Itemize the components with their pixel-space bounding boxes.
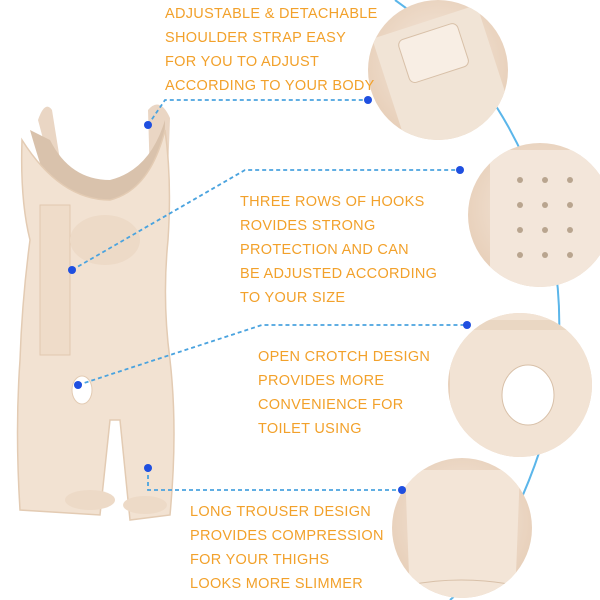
feature-line: PROVIDES COMPRESSION xyxy=(190,528,384,544)
feature-line: LOOKS MORE SLIMMER xyxy=(190,576,363,592)
feature-line: THREE ROWS OF HOOKS xyxy=(240,194,425,210)
feature-line: ROVIDES STRONG xyxy=(240,218,376,234)
feature-shoulder-strap: ADJUSTABLE & DETACHABLE SHOULDER STRAP E… xyxy=(165,2,378,98)
marker-dots xyxy=(68,96,471,494)
feature-line: FOR YOUR THIGHS xyxy=(190,552,330,568)
feature-line: TO YOUR SIZE xyxy=(240,290,346,306)
feature-line: FOR YOU TO ADJUST xyxy=(165,54,320,70)
feature-line: PROTECTION AND CAN xyxy=(240,242,409,258)
feature-line: ACCORDING TO YOUR BODY xyxy=(165,78,375,94)
connectors xyxy=(71,99,467,491)
shapewear-garment-image xyxy=(16,104,175,521)
feature-line: OPEN CROTCH DESIGN xyxy=(258,349,431,365)
trouser-detail-image xyxy=(392,458,532,598)
feature-open-crotch: OPEN CROTCH DESIGN PROVIDES MORE CONVENI… xyxy=(258,345,430,441)
feature-hooks: THREE ROWS OF HOOKS ROVIDES STRONG PROTE… xyxy=(240,190,437,310)
feature-line: ADJUSTABLE & DETACHABLE xyxy=(165,6,378,22)
feature-line: CONVENIENCE FOR xyxy=(258,397,404,413)
strap-detail-image xyxy=(368,0,508,140)
feature-line: LONG TROUSER DESIGN xyxy=(190,504,372,520)
hooks-detail-image xyxy=(468,143,600,287)
feature-line: TOILET USING xyxy=(258,421,362,437)
feature-line: PROVIDES MORE xyxy=(258,373,385,389)
feature-long-trouser: LONG TROUSER DESIGN PROVIDES COMPRESSION… xyxy=(190,500,384,596)
crotch-detail-image xyxy=(448,313,592,457)
feature-line: SHOULDER STRAP EASY xyxy=(165,30,347,46)
feature-line: BE ADJUSTED ACCORDING xyxy=(240,266,438,282)
